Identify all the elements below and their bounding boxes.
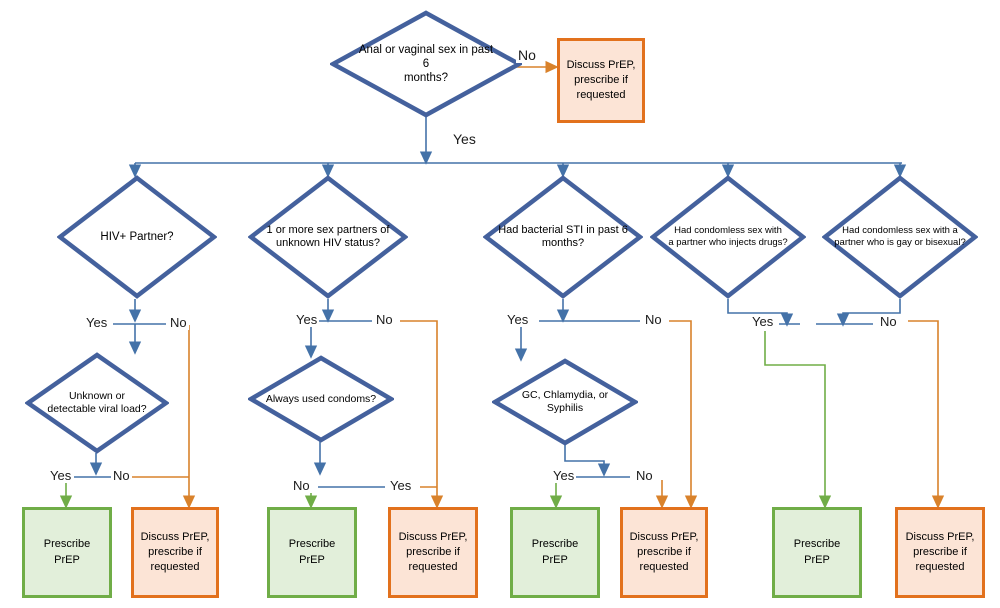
edge-label-msm-no: No bbox=[878, 314, 899, 329]
outcome-label: Prescribe PrEP bbox=[43, 538, 91, 566]
decision-label: Had condomless sex with a partner who in… bbox=[668, 225, 788, 248]
diamond-shape bbox=[248, 355, 394, 443]
outcome-discuss-prep-2[interactable]: Discuss PrEP, prescribe if requested bbox=[388, 507, 478, 598]
diamond-shape bbox=[330, 10, 522, 118]
decision-anal-or-vaginal-sex[interactable]: Anal or vaginal sex in past 6 months? bbox=[330, 10, 522, 118]
outcome-label: Discuss PrEP, prescribe if requested bbox=[905, 530, 975, 574]
outcome-label: Prescribe PrEP bbox=[288, 538, 336, 566]
edge-label-vload-yes: Yes bbox=[48, 468, 74, 483]
edge-label-sti-no: No bbox=[643, 312, 664, 327]
outcome-prescribe-prep-1[interactable]: Prescribe PrEP bbox=[22, 507, 112, 598]
edge-label-hiv-yes: Yes bbox=[84, 315, 110, 330]
edge-label-gcct-yes: Yes bbox=[551, 468, 577, 483]
edge-msm-no bbox=[908, 320, 945, 509]
edge-label-root-yes: Yes bbox=[451, 131, 478, 147]
outcome-discuss-prep-3[interactable]: Discuss PrEP, prescribe if requested bbox=[620, 507, 708, 598]
outcome-prescribe-prep-4[interactable]: Prescribe PrEP bbox=[772, 507, 862, 598]
outcome-label: Discuss PrEP, prescribe if requested bbox=[398, 530, 468, 574]
diamond-shape bbox=[822, 175, 978, 299]
diamond-shape bbox=[248, 175, 408, 299]
edge-label-root-no: No bbox=[516, 47, 538, 63]
decision-label: GC, Chlamydia, or Syphilis bbox=[521, 389, 609, 414]
outcome-label: Discuss PrEP, prescribe if requested bbox=[566, 58, 636, 102]
edge-label-gcct-no: No bbox=[634, 468, 655, 483]
edge-gcct-down bbox=[564, 444, 611, 477]
decision-label: 1 or more sex partners of unknown HIV st… bbox=[266, 223, 390, 249]
decision-label: Always used condoms? bbox=[265, 392, 377, 405]
edge-unknown-no bbox=[400, 320, 444, 509]
outcome-label: Prescribe PrEP bbox=[531, 538, 579, 566]
decision-label: HIV+ Partner? bbox=[100, 230, 174, 243]
outcome-label: Discuss PrEP, prescribe if requested bbox=[140, 530, 210, 574]
outcome-discuss-prep-top[interactable]: Discuss PrEP, prescribe if requested bbox=[557, 38, 645, 123]
edge-idu-down bbox=[727, 299, 794, 327]
decision-bacterial-sti[interactable]: Had bacterial STI in past 6 months? bbox=[483, 175, 643, 299]
edge-msm-down bbox=[836, 299, 901, 327]
edge-sti-no bbox=[669, 320, 698, 509]
outcome-label: Discuss PrEP, prescribe if requested bbox=[629, 530, 699, 574]
edge-label-vload-no: No bbox=[111, 468, 132, 483]
edge-label-sti-yes: Yes bbox=[505, 312, 531, 327]
outcome-prescribe-prep-2[interactable]: Prescribe PrEP bbox=[267, 507, 357, 598]
outcome-discuss-prep-1[interactable]: Discuss PrEP, prescribe if requested bbox=[131, 507, 219, 598]
decision-condomless-sex-gay-bisexual-partner[interactable]: Had condomless sex with a partner who is… bbox=[822, 175, 978, 299]
edge-label-condoms-no: No bbox=[291, 478, 312, 493]
outcome-prescribe-prep-3[interactable]: Prescribe PrEP bbox=[510, 507, 600, 598]
outcome-discuss-prep-4[interactable]: Discuss PrEP, prescribe if requested bbox=[895, 507, 985, 598]
decision-always-used-condoms[interactable]: Always used condoms? bbox=[248, 355, 394, 443]
diamond-shape bbox=[492, 358, 638, 446]
decision-condomless-sex-injection-drug-partner[interactable]: Had condomless sex with a partner who in… bbox=[650, 175, 806, 299]
decision-label: Had bacterial STI in past 6 months? bbox=[498, 223, 628, 249]
edge-label-idu-yes: Yes bbox=[750, 314, 776, 329]
decision-unknown-hiv-status-partners[interactable]: 1 or more sex partners of unknown HIV st… bbox=[248, 175, 408, 299]
decision-label: Had condomless sex with a partner who is… bbox=[834, 225, 966, 248]
diamond-shape bbox=[650, 175, 806, 299]
diamond-shape bbox=[483, 175, 643, 299]
edge-label-unknown-no: No bbox=[374, 312, 395, 327]
diamond-shape bbox=[57, 175, 217, 299]
edge-idu-yes bbox=[764, 331, 832, 509]
edge-label-condoms-yes: Yes bbox=[388, 478, 414, 493]
edge-label-hiv-no: No bbox=[168, 315, 189, 330]
edge-label-unknown-yes: Yes bbox=[294, 312, 320, 327]
decision-label: Unknown or detectable viral load? bbox=[47, 390, 147, 415]
decision-hiv-positive-partner[interactable]: HIV+ Partner? bbox=[57, 175, 217, 299]
diamond-shape bbox=[25, 352, 169, 454]
decision-unknown-or-detectable-viral-load[interactable]: Unknown or detectable viral load? bbox=[25, 352, 169, 454]
outcome-label: Prescribe PrEP bbox=[793, 538, 841, 566]
decision-label: Anal or vaginal sex in past 6 months? bbox=[358, 43, 494, 84]
decision-gc-chlamydia-syphilis[interactable]: GC, Chlamydia, or Syphilis bbox=[492, 358, 638, 446]
